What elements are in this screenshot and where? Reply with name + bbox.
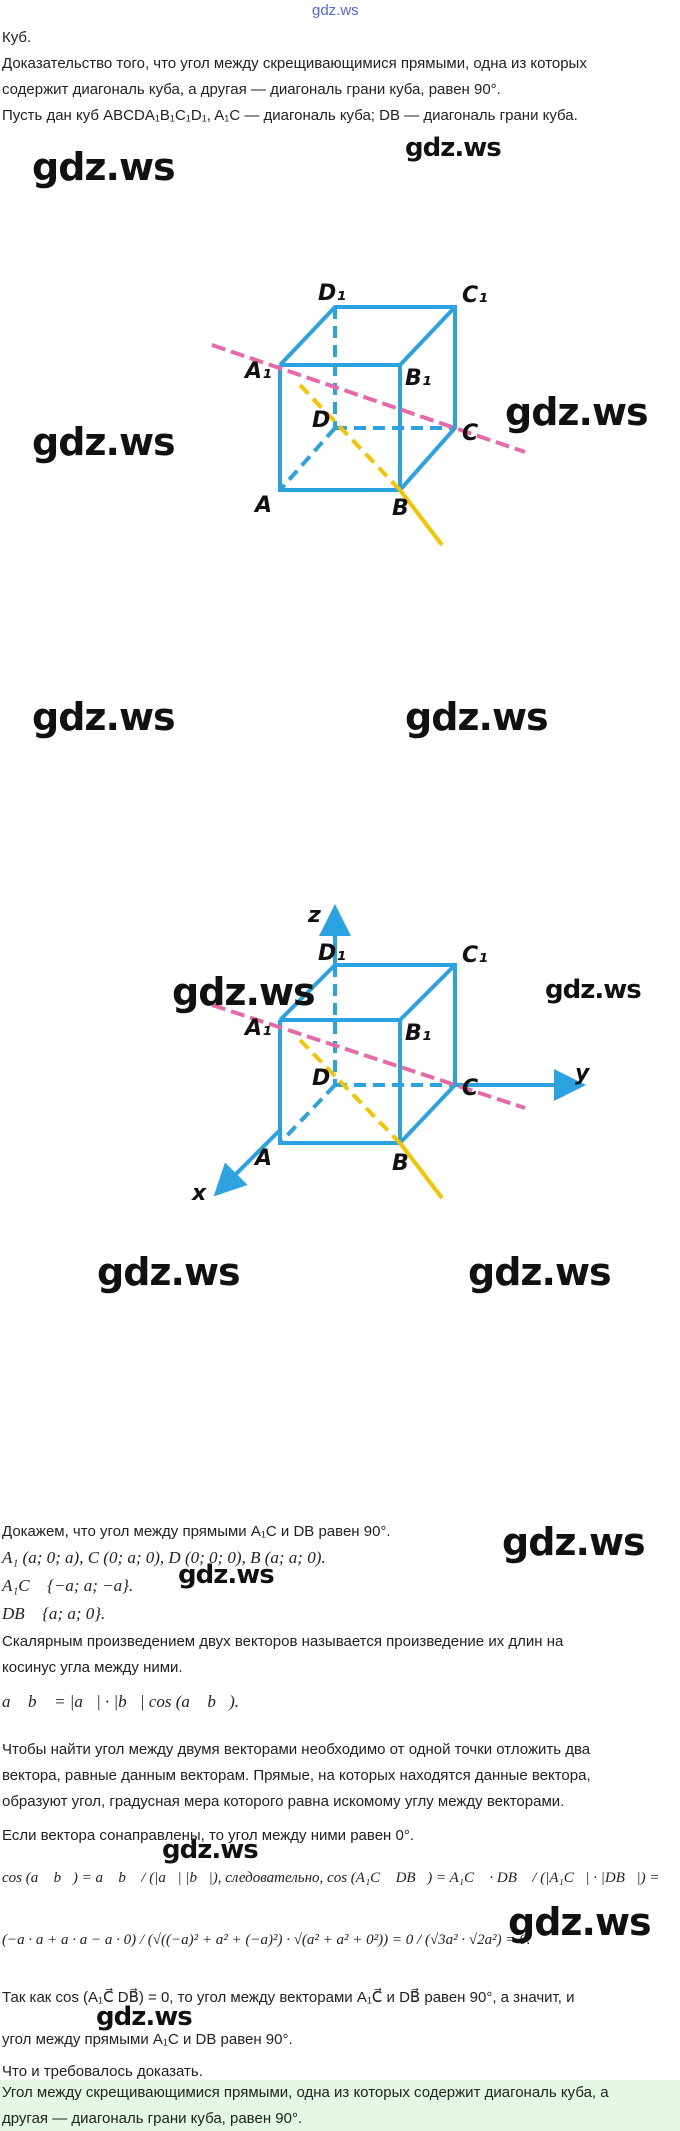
label-B: B <box>392 496 409 521</box>
watermark: gdz.ws <box>505 390 649 434</box>
watermark: gdz.ws <box>32 420 176 464</box>
label-A: A <box>253 493 272 518</box>
definition-text: косинус угла между ними. <box>2 1659 183 1676</box>
coordinates: A₁ (a; 0; a), C (0; a; 0), D (0; 0; 0), … <box>2 1548 326 1567</box>
label-B: B <box>392 1151 409 1176</box>
given-text: Пусть дан куб ABCDA₁B₁C₁D₁, A₁C — диагон… <box>2 107 578 124</box>
watermark: gdz.ws <box>545 975 642 1005</box>
proof-text: образуют угол, градусная мера которого р… <box>2 1793 565 1810</box>
topic-title: Куб. <box>2 29 32 46</box>
definition-text: Скалярным произведением двух векторов на… <box>2 1633 564 1650</box>
watermark: gdz.ws <box>32 145 176 189</box>
label-C1: C₁ <box>462 943 488 968</box>
watermark: gdz.ws <box>172 970 316 1014</box>
label-D1: D₁ <box>318 941 346 966</box>
label-A1: A₁ <box>243 1016 272 1041</box>
axis-z-label: z <box>307 903 321 928</box>
label-D: D <box>312 1066 330 1091</box>
cosine-formula: cos (a⃗ b⃗) = a⃗ b⃗ / (|a⃗| |b⃗|), следо… <box>2 1870 660 1886</box>
watermark: gdz.ws <box>468 1250 612 1294</box>
label-C: C <box>462 1076 478 1101</box>
label-A: A <box>253 1146 272 1171</box>
answer-text: Угол между скрещивающимися прямыми, одна… <box>2 2084 609 2101</box>
conclusion-text: Так как cos (A₁C⃗ DB⃗) = 0, то угол межд… <box>2 1989 575 2006</box>
answer-text: другая — диагональ грани куба, равен 90°… <box>2 2110 303 2127</box>
label-A1: A₁ <box>243 359 272 384</box>
label-D: D <box>312 408 330 433</box>
cosine-calculation: (−a · a + a · a − a · 0) / (√((−a)² + a²… <box>2 1932 531 1948</box>
watermark: gdz.ws <box>405 695 549 739</box>
watermark: gdz.ws <box>97 1250 241 1294</box>
watermark: gdz.ws <box>32 695 176 739</box>
qed-text: Что и требовалось доказать. <box>2 2063 203 2080</box>
label-B1: B₁ <box>405 1021 431 1046</box>
vector-a1c: A₁C⃗ {−a; a; −a}. <box>2 1576 134 1595</box>
watermark: gdz.ws <box>96 2002 193 2032</box>
proof-text: Если вектора сонаправлены, то угол между… <box>2 1827 415 1844</box>
dot-product-formula: a⃗ b⃗ = |a⃗| · |b⃗| cos (a⃗ b⃗). <box>2 1692 239 1711</box>
watermark: gdz.ws <box>162 1835 259 1865</box>
label-B1: B₁ <box>405 366 431 391</box>
axis-x-label: x <box>191 1181 207 1206</box>
label-C1: C₁ <box>462 283 488 308</box>
label-D1: D₁ <box>318 281 346 306</box>
conclusion-text: угол между прямыми A₁C и DB равен 90°. <box>2 2031 293 2048</box>
vector-db: DB⃗ {a; a; 0}. <box>2 1604 106 1623</box>
proof-text: вектора, равные данным векторам. Прямые,… <box>2 1767 591 1784</box>
answer-box: Угол между скрещивающимися прямыми, одна… <box>0 2080 680 2131</box>
site-logo[interactable]: gdz.ws <box>312 2 359 19</box>
watermark: gdz.ws <box>405 133 502 163</box>
watermark: gdz.ws <box>502 1520 646 1564</box>
task-text: Доказательство того, что угол между скре… <box>2 55 587 72</box>
axis-y-label: y <box>575 1061 591 1086</box>
task-text: содержит диагональ куба, а другая — диаг… <box>2 81 501 98</box>
watermark: gdz.ws <box>178 1560 275 1590</box>
cube-figure-2: z y x D₁ C₁ A₁ B₁ D C A B <box>191 903 591 1206</box>
watermark: gdz.ws <box>508 1900 652 1944</box>
proof-text: Докажем, что угол между прямыми A₁C и DB… <box>2 1523 391 1540</box>
proof-text: Чтобы найти угол между двумя векторами н… <box>2 1741 591 1758</box>
cube-figure-1: D₁ C₁ A₁ B₁ D C A B <box>211 281 526 547</box>
label-C: C <box>462 421 478 446</box>
